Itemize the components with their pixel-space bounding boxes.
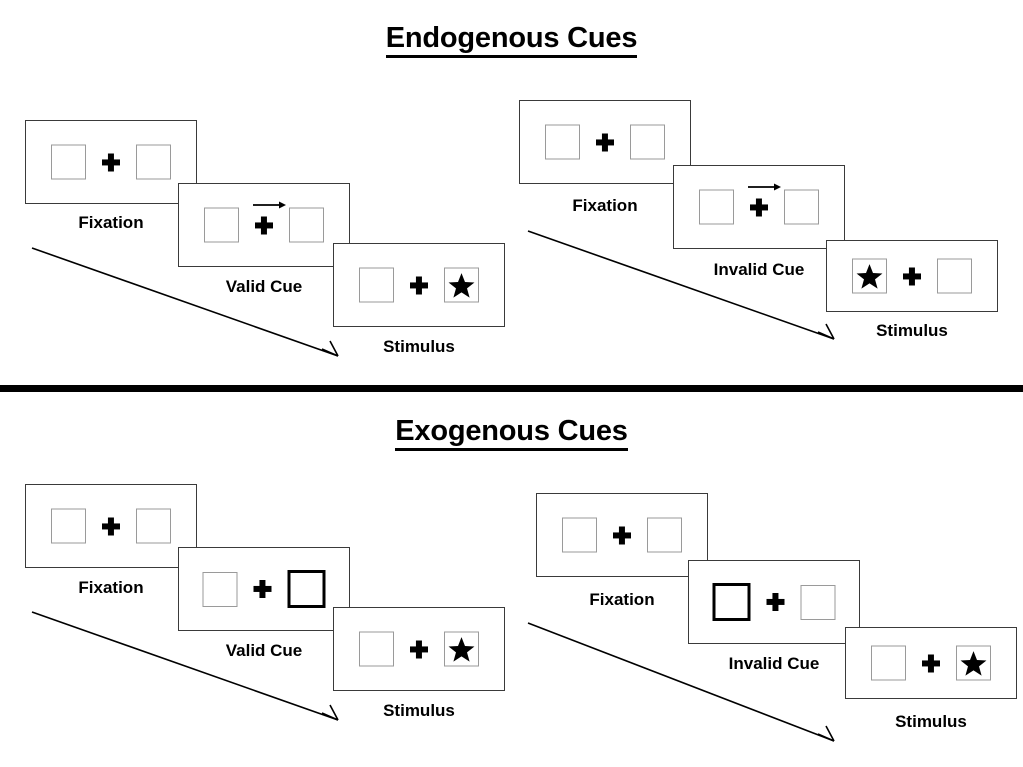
plus-icon [903,267,921,285]
plus-icon [410,276,428,294]
star-icon [448,636,475,662]
frame-label-endogenous-invalid-fixation: Fixation [572,196,638,215]
frame-content [51,508,171,544]
section-title-exogenous: Exogenous Cues [0,415,1023,451]
placeholder-box-right [136,144,171,180]
section-title-endogenous-text: Endogenous Cues [385,22,637,58]
placeholder-box-right-cued [287,570,326,608]
frame-label-exogenous-valid-stimulus: Stimulus [383,701,455,720]
placeholder-box-left [545,124,580,160]
arrow-right-icon [748,182,782,193]
placeholder-box-left [871,645,906,681]
placeholder-box-right [136,508,171,544]
placeholder-box-left [51,144,86,180]
frame-label-endogenous-invalid-cue: Invalid Cue [713,260,805,279]
frame-endogenous-valid-fixation [25,120,197,204]
placeholder-box-left [204,207,239,243]
frame-content [852,258,972,294]
frame-endogenous-invalid-cue [673,165,845,249]
placeholder-box-right [784,189,819,225]
frame-content [871,645,991,681]
section-title-exogenous-text: Exogenous Cues [395,415,628,451]
plus-icon [410,640,428,658]
frame-label-endogenous-valid-stimulus: Stimulus [383,337,455,356]
frame-endogenous-valid-stimulus [333,243,505,327]
plus-icon [102,517,120,535]
frame-content [359,631,479,667]
plus-icon [253,201,286,234]
frame-label-exogenous-valid-cue: Valid Cue [225,641,303,660]
frame-label-endogenous-invalid-stimulus: Stimulus [876,321,948,340]
placeholder-box-right [956,645,991,681]
placeholder-box-left [699,189,734,225]
placeholder-box-right [444,267,479,303]
frame-exogenous-invalid-cue [688,560,860,644]
plus-icon [254,580,272,598]
placeholder-box-right [647,517,682,553]
frame-content [204,201,324,243]
placeholder-box-left [562,517,597,553]
plus-icon [922,654,940,672]
placeholder-box-right [444,631,479,667]
frame-label-exogenous-invalid-fixation: Fixation [589,590,655,609]
frame-label-exogenous-valid-fixation: Fixation [78,578,144,597]
placeholder-box-left [852,258,887,294]
arrow-right-icon [253,200,287,211]
plus-icon [613,526,631,544]
frame-exogenous-valid-cue [178,547,350,631]
frame-label-exogenous-invalid-stimulus: Stimulus [895,712,967,731]
frame-endogenous-valid-cue [178,183,350,267]
plus-icon [767,593,785,611]
frame-label-endogenous-valid-cue: Valid Cue [225,277,303,296]
placeholder-box-right [289,207,324,243]
star-icon [448,272,475,298]
placeholder-box-left [51,508,86,544]
frame-content [562,517,682,553]
frame-label-endogenous-valid-fixation: Fixation [78,213,144,232]
star-icon [856,263,883,289]
star-icon [960,650,987,676]
plus-icon [596,133,614,151]
frame-exogenous-valid-fixation [25,484,197,568]
plus-icon [748,183,781,216]
placeholder-box-left [202,571,238,607]
frame-exogenous-invalid-fixation [536,493,708,577]
frame-exogenous-invalid-stimulus [845,627,1017,699]
section-title-endogenous: Endogenous Cues [0,22,1023,58]
placeholder-box-left-cued [712,583,751,621]
frame-endogenous-invalid-stimulus [826,240,998,312]
placeholder-box-left [359,267,394,303]
frame-content [699,183,819,225]
frame-exogenous-valid-stimulus [333,607,505,691]
frame-content [51,144,171,180]
frame-content [359,267,479,303]
plus-icon [102,153,120,171]
frame-content [545,124,665,160]
frame-content [202,570,326,608]
section-divider [0,385,1023,392]
placeholder-box-right [800,584,836,620]
placeholder-box-right [630,124,665,160]
frame-endogenous-invalid-fixation [519,100,691,184]
placeholder-box-right [937,258,972,294]
frame-label-exogenous-invalid-cue: Invalid Cue [728,654,820,673]
frame-content [712,583,836,621]
placeholder-box-left [359,631,394,667]
